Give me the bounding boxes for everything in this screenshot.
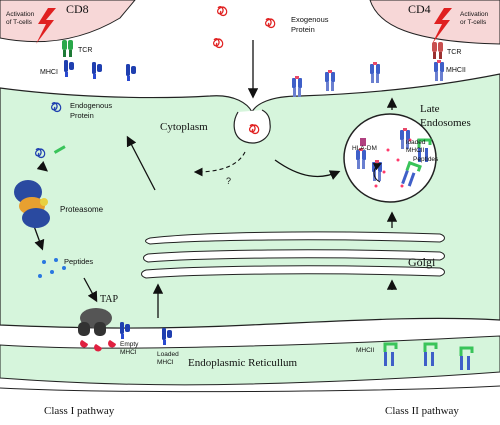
arrow-proteasome-down [33, 225, 45, 251]
loaded-mhci-line2: MHCI [157, 359, 174, 366]
mhcii-er-label: MHCII [356, 347, 375, 354]
er-label: Endoplasmic Reticullum [188, 357, 298, 369]
class-ii-pathway-label: Class II pathway [385, 405, 459, 417]
peptide-dots [38, 258, 66, 278]
endosome-peptides-label: Peptides [413, 156, 439, 163]
activation-right-line1: Activation [460, 11, 489, 18]
loaded-mhcii-line1: loaded [406, 139, 426, 146]
endogenous-label-line2: Protein [70, 111, 94, 120]
loaded-mhcii-line2: MHCII [406, 147, 425, 154]
er-peptides [80, 340, 116, 352]
empty-mhci-line1: Empty [120, 341, 139, 348]
ubiquitin-icon [53, 145, 66, 154]
endogenous-label-line1: Endogenous [70, 101, 112, 110]
cd8-tcell [0, 0, 136, 43]
arrow-class-i-to-surface [126, 135, 156, 191]
late-endosomes-line2: Endosomes [420, 117, 471, 129]
golgi-cisterna-1 [145, 231, 445, 245]
empty-mhci-line2: MHCI [120, 349, 137, 356]
proteasome-icon [14, 180, 50, 228]
arrow-peptides-to-tap [83, 277, 98, 303]
golgi-label: Golgi [408, 255, 436, 269]
activation-left-line2: of T-cells [6, 19, 33, 26]
membrane-bottom [0, 385, 500, 393]
lightning-right-icon [432, 8, 452, 44]
endosome-contents [356, 128, 432, 189]
activation-left-line1: Activation [6, 11, 35, 18]
arrow-to-endosome [274, 159, 341, 180]
tcr-right-label: TCR [447, 49, 461, 56]
golgi-cisterna-2 [143, 249, 445, 263]
peptides-label: Peptides [64, 257, 93, 266]
tap-transporter-icon [78, 308, 112, 336]
late-endosomes-line1: Late [420, 103, 440, 115]
activation-right-line2: or T-cells [460, 19, 487, 26]
lightning-left-icon [36, 8, 56, 44]
mhcii-surface-label: MHCII [446, 67, 466, 74]
tcr-left-label: TCR [78, 47, 92, 54]
cytoplasm-label: Cytoplasm [160, 121, 208, 133]
golgi-cisterna-3 [141, 265, 445, 279]
loaded-mhci-line1: Loaded [157, 351, 179, 358]
hla-dm-label: HLA-DM [352, 145, 377, 152]
er-lumen [0, 335, 500, 386]
cd4-label: CD4 [408, 2, 431, 16]
exogenous-label-line2: Protein [291, 25, 315, 34]
cd8-label: CD8 [66, 2, 89, 16]
proteasome-label: Proteasome [60, 205, 104, 214]
arrow-protein-down [36, 161, 48, 172]
arrow-cross-presentation [193, 151, 246, 177]
tap-label: TAP [100, 294, 119, 305]
mhci-surface-label: MHCI [40, 69, 58, 76]
question-mark: ? [226, 176, 231, 186]
class-i-pathway-label: Class I pathway [44, 405, 115, 417]
exogenous-label-line1: Exogenous [291, 15, 329, 24]
